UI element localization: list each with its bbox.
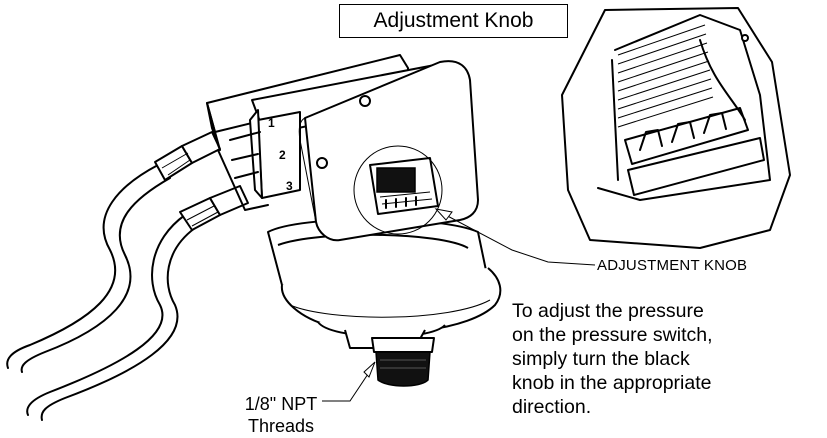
instructions-text: To adjust the pressure on the pressure s… — [512, 299, 812, 419]
wire-connector-upper — [154, 131, 221, 181]
instructions-line: direction. — [512, 396, 592, 418]
npt-fitting — [371, 337, 435, 387]
detail-inset — [561, 7, 791, 249]
cover-screw-top-icon — [359, 95, 371, 107]
instructions-line: simply turn the black — [512, 348, 690, 370]
terminal-number-3: 3 — [286, 179, 293, 193]
instructions-line: To adjust the pressure — [512, 300, 704, 322]
diagram-title: Adjustment Knob — [339, 4, 568, 38]
thread-label-line: Threads — [247, 416, 315, 436]
instructions-line: on the pressure switch, — [512, 324, 713, 346]
inset-thread-lines — [617, 24, 714, 128]
wire-lower — [26, 214, 196, 421]
detail-circle — [353, 145, 443, 235]
terminal-numbers: 1 2 3 — [268, 116, 293, 193]
switch-body — [267, 218, 502, 349]
thread-label-line: 1/8" NPT — [244, 394, 318, 414]
thread-leader — [322, 361, 376, 402]
cover-screw-side-icon — [316, 157, 328, 169]
thread-label: 1/8" NPT Threads — [226, 393, 336, 437]
adjustment-knob — [353, 145, 443, 235]
wire-upper — [6, 164, 171, 373]
knob-black-face — [376, 167, 416, 193]
instructions-line: knob in the appropriate — [512, 372, 712, 394]
callout-label: ADJUSTMENT KNOB — [597, 257, 748, 274]
callout-leader — [434, 208, 596, 266]
terminal-number-2: 2 — [279, 148, 286, 162]
terminal-number-1: 1 — [268, 116, 275, 130]
